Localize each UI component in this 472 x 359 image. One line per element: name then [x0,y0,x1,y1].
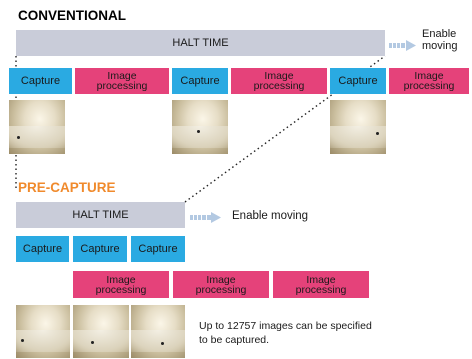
conventional-processing-block-3: Image processing [389,68,469,94]
processing-label: Image processing [295,273,347,296]
precapture-processing-block-3: Image processing [273,271,369,298]
processing-label: Image processing [96,70,148,92]
conventional-captured-image-2 [172,100,228,154]
precapture-captured-image-2 [73,305,129,358]
conventional-captured-image-1 [9,100,65,154]
conventional-capture-block-2: Capture [172,68,228,94]
precapture-processing-block-2: Image processing [173,271,269,298]
processing-label: Image processing [195,273,247,296]
processing-label: Image processing [95,273,147,296]
conventional-capture-block-1: Capture [9,68,72,94]
precapture-halt-time-bar: HALT TIME [16,202,185,228]
conventional-move-label: Enable moving [422,28,458,52]
precapture-move-label: Enable moving [232,210,309,222]
precapture-move-arrow-icon [190,210,222,228]
conventional-captured-image-3 [330,100,386,154]
capture-label: Capture [22,243,63,255]
capture-label: Capture [80,243,120,255]
conventional-processing-block-1: Image processing [75,68,169,94]
conventional-capture-block-3: Capture [330,68,386,94]
precapture-captured-image-1 [16,305,70,358]
capture-label: Capture [20,75,61,87]
precapture-capture-block-2: Capture [73,236,127,262]
capture-label: Capture [338,75,378,87]
conventional-move-arrow-icon [389,38,419,56]
processing-label: Image processing [403,70,455,92]
conventional-title: CONVENTIONAL [18,8,126,23]
capture-label: Capture [180,75,220,87]
precapture-capture-block-3: Capture [131,236,185,262]
precapture-capture-block-1: Capture [16,236,69,262]
capture-label: Capture [138,243,178,255]
precapture-title: PRE-CAPTURE [18,180,116,195]
processing-label: Image processing [253,70,305,92]
precapture-note: Up to 12757 images can be specified to b… [199,320,372,346]
conventional-halt-time-bar: HALT TIME [16,30,385,56]
precapture-halt-time-label: HALT TIME [72,209,129,221]
dotted-connector-diagonal [184,55,386,203]
precapture-captured-image-3 [131,305,185,358]
conventional-processing-block-2: Image processing [231,68,327,94]
precapture-processing-block-1: Image processing [73,271,169,298]
conventional-halt-time-label: HALT TIME [172,37,229,49]
